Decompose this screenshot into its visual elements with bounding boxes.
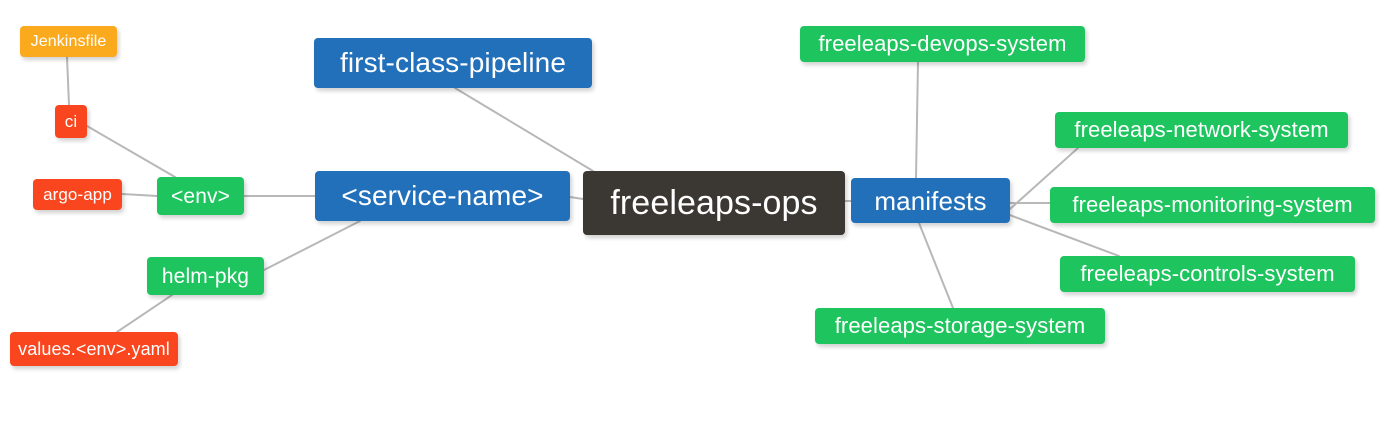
- edge-env-to-argo-app: [121, 193, 158, 197]
- mindmap-node-label: <env>: [171, 184, 230, 208]
- mindmap-node-label: helm-pkg: [161, 264, 250, 288]
- mindmap-node-label: first-class-pipeline: [339, 47, 567, 78]
- mindmap-node-label: <service-name>: [341, 180, 544, 211]
- mindmap-node-jenkinsfile[interactable]: Jenkinsfile: [20, 26, 117, 57]
- mindmap-node-freeleaps-storage-system[interactable]: freeleaps-storage-system: [815, 308, 1105, 344]
- mindmap-node-label: freeleaps-network-system: [1074, 117, 1329, 142]
- edge-service-name-to-helm-pkg: [263, 220, 361, 271]
- mindmap-node-label: Jenkinsfile: [30, 32, 107, 50]
- edge-env-to-ci: [86, 125, 176, 178]
- mindmap-node-label: freeleaps-devops-system: [818, 31, 1067, 56]
- mindmap-node-freeleaps-monitoring-system[interactable]: freeleaps-monitoring-system: [1050, 187, 1375, 223]
- mindmap-node-argo-app[interactable]: argo-app: [33, 179, 122, 210]
- mindmap-node-label: freeleaps-controls-system: [1080, 261, 1335, 286]
- edge-helm-pkg-to-values-env-yaml: [116, 294, 173, 333]
- mindmap-node-values-env-yaml[interactable]: values.<env>.yaml: [10, 332, 178, 366]
- mindmap-node-manifests[interactable]: manifests: [851, 178, 1010, 223]
- mindmap-node-ci[interactable]: ci: [55, 105, 87, 138]
- edge-manifests-to-freeleaps-devops-system: [915, 61, 919, 179]
- mindmap-node-freeleaps-ops[interactable]: freeleaps-ops: [583, 171, 845, 235]
- mindmap-node-first-class-pipeline[interactable]: first-class-pipeline: [314, 38, 592, 88]
- edge-freeleaps-ops-to-service-name: [569, 196, 584, 200]
- mindmap-node-label: freeleaps-monitoring-system: [1072, 192, 1353, 217]
- mindmap-node-label: values.<env>.yaml: [18, 339, 170, 359]
- mindmap-node-label: freeleaps-ops: [610, 184, 818, 222]
- edge-ci-to-jenkinsfile: [66, 56, 70, 106]
- mindmap-node-helm-pkg[interactable]: helm-pkg: [147, 257, 264, 295]
- mindmap-node-label: ci: [64, 112, 78, 131]
- mindmap-node-label: argo-app: [43, 185, 112, 204]
- mindmap-node-service-name[interactable]: <service-name>: [315, 171, 570, 221]
- mindmap-node-freeleaps-network-system[interactable]: freeleaps-network-system: [1055, 112, 1348, 148]
- mindmap-node-label: manifests: [874, 185, 987, 216]
- mindmap-node-label: freeleaps-storage-system: [834, 313, 1086, 338]
- mindmap-node-freeleaps-devops-system[interactable]: freeleaps-devops-system: [800, 26, 1085, 62]
- mindmap-node-env[interactable]: <env>: [157, 177, 244, 215]
- mindmap-node-freeleaps-controls-system[interactable]: freeleaps-controls-system: [1060, 256, 1355, 292]
- edge-freeleaps-ops-to-first-class-pipeline: [454, 87, 594, 172]
- edge-manifests-to-freeleaps-storage-system: [918, 222, 954, 309]
